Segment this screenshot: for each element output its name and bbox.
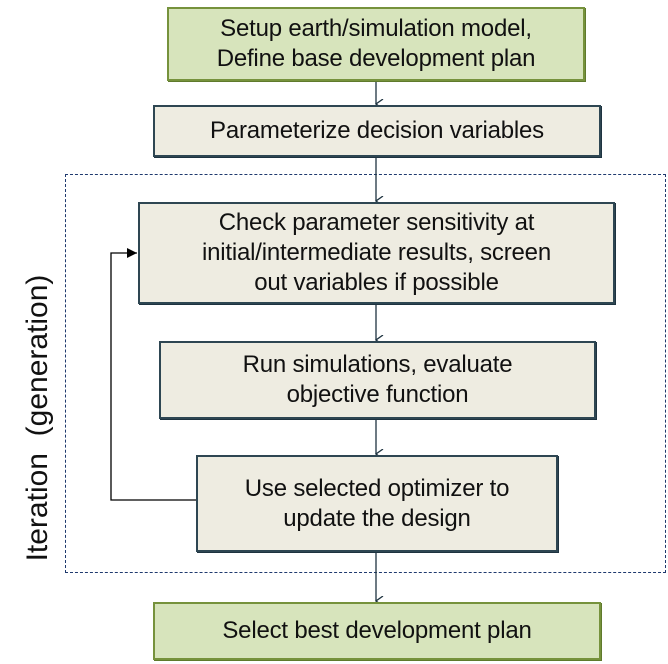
step-setup-model-text: Setup earth/simulation model, Define bas… [216, 15, 536, 72]
step-check-sensitivity: Check parameter sensitivity at initial/i… [138, 202, 615, 304]
step-run-simulations-text: Run simulations, evaluate objective func… [242, 351, 513, 408]
step-setup-model: Setup earth/simulation model, Define bas… [167, 7, 585, 81]
step-parameterize-variables-text: Parameterize decision variables [210, 117, 544, 144]
iteration-loop-frame [65, 174, 666, 573]
step-parameterize-variables: Parameterize decision variables [153, 105, 601, 157]
step-select-best-plan: Select best development plan [153, 602, 601, 660]
step-check-sensitivity-text: Check parameter sensitivity at initial/i… [202, 209, 551, 296]
iteration-label: Iteration (generation) [21, 274, 54, 562]
step-update-design: Use selected optimizer to update the des… [196, 455, 558, 552]
step-select-best-plan-text: Select best development plan [222, 617, 532, 644]
step-update-design-text: Use selected optimizer to update the des… [244, 474, 510, 532]
step-run-simulations: Run simulations, evaluate objective func… [159, 341, 596, 419]
